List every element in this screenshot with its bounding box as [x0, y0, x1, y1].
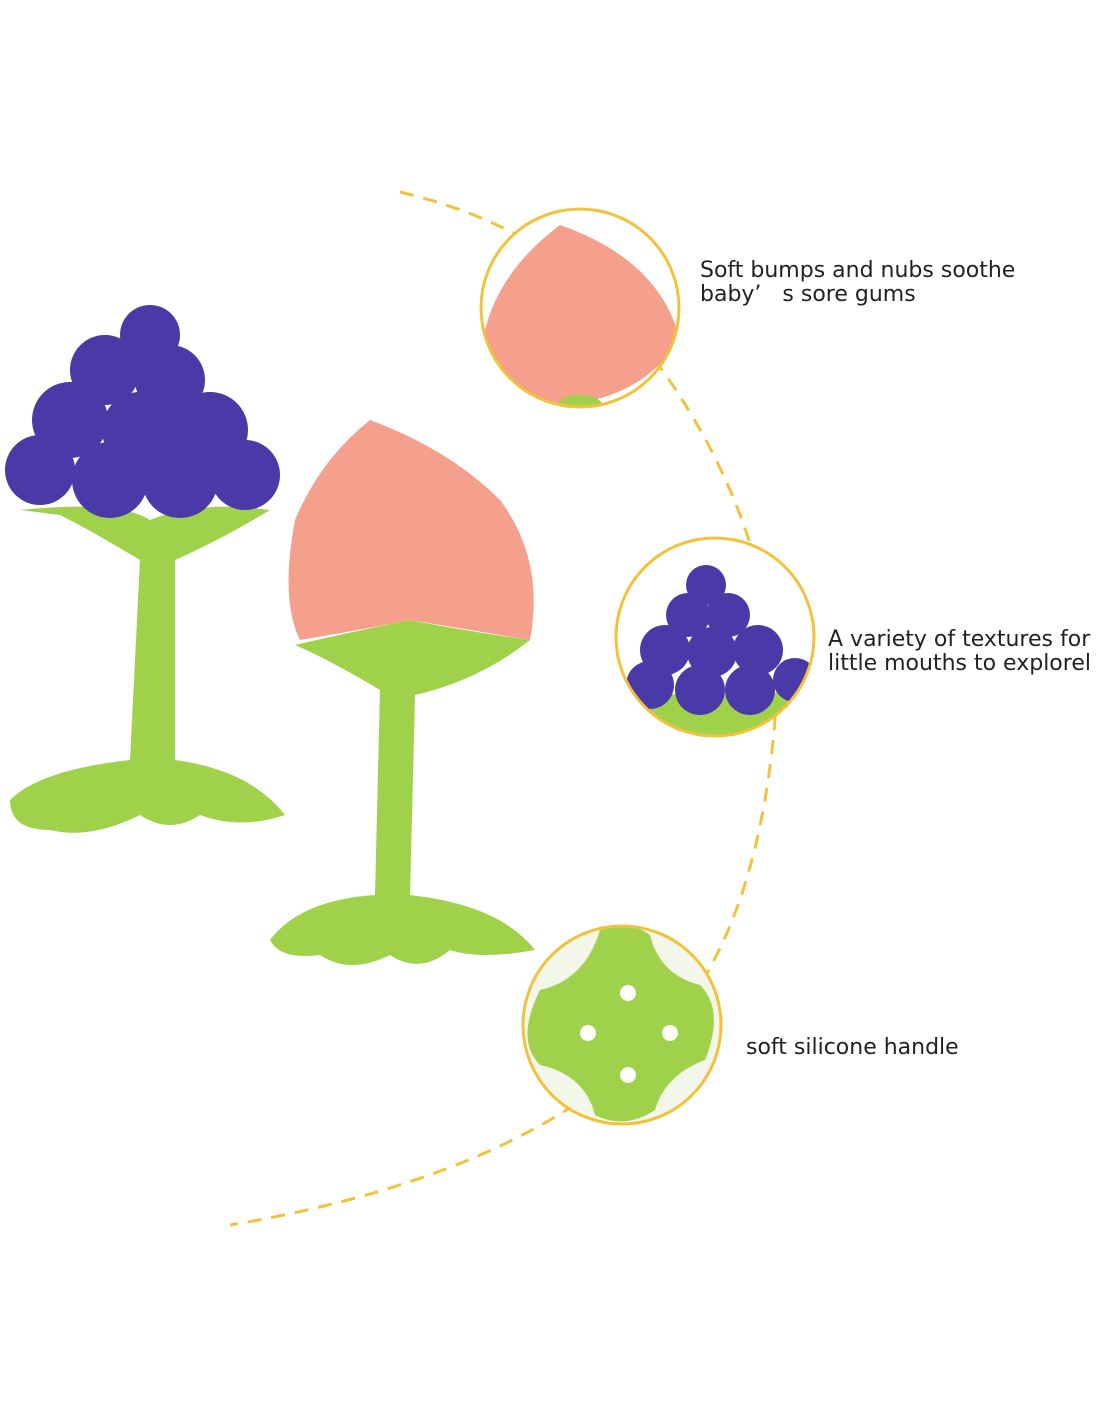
- detail-circle-peach: [482, 210, 678, 406]
- caption-line: A variety of textures for: [828, 627, 1091, 652]
- caption-line: baby’ s sore gums: [700, 282, 916, 307]
- detail-circle-handle: [524, 927, 720, 1123]
- caption-soft-bumps: Soft bumps and nubs soothe baby’ s sore …: [700, 259, 1015, 307]
- grape-teether: [5, 305, 285, 833]
- detail-circle-grape: [617, 539, 813, 735]
- caption-line: Soft bumps and nubs soothe: [700, 258, 1016, 283]
- caption-textures: A variety of textures for little mouths …: [828, 628, 1091, 676]
- caption-handle: soft silicone handle: [746, 1035, 959, 1060]
- peach-teether: [270, 420, 535, 965]
- caption-line: little mouths to explorel: [828, 651, 1091, 676]
